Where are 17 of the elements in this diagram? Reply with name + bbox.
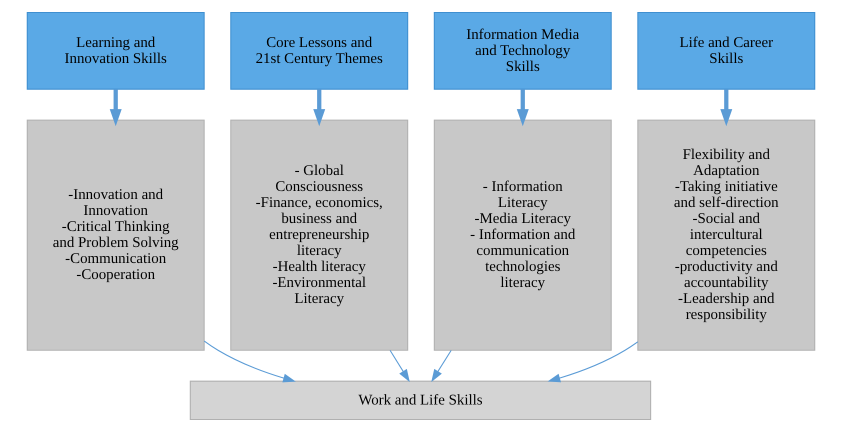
node-box: - Global Consciousness -Finance, economics, business and entrepreneurship literacy -Health literacy -Environmental Literacy [230,120,408,351]
arrow [516,89,529,126]
arrow [431,350,452,382]
arrow [547,341,638,382]
arrow [204,340,296,382]
arrow [390,350,410,382]
node-box: Work and Life Skills [190,380,652,420]
arrow [313,89,326,126]
node-box: Flexibility and Adaptation -Taking initiative and self-direction -Social and intercultural competencies -productivity and accountability -Leadership and responsibility [637,120,816,351]
node-box: Life and Career Skills [637,12,816,90]
node-box: Learning and Innovation Skills [26,12,205,90]
node-box: - Information Literacy -Media Literacy - Information and communication technologies literacy [434,120,612,351]
node-box: Information Media and Technology Skills [434,12,612,90]
node-box: -Innovation and Innovation -Critical Thinking and Problem Solving -Communication -Cooperation [26,120,205,351]
arrow [720,89,732,126]
node-box: Core Lessons and 21st Century Themes [230,12,408,90]
arrow [110,89,122,126]
